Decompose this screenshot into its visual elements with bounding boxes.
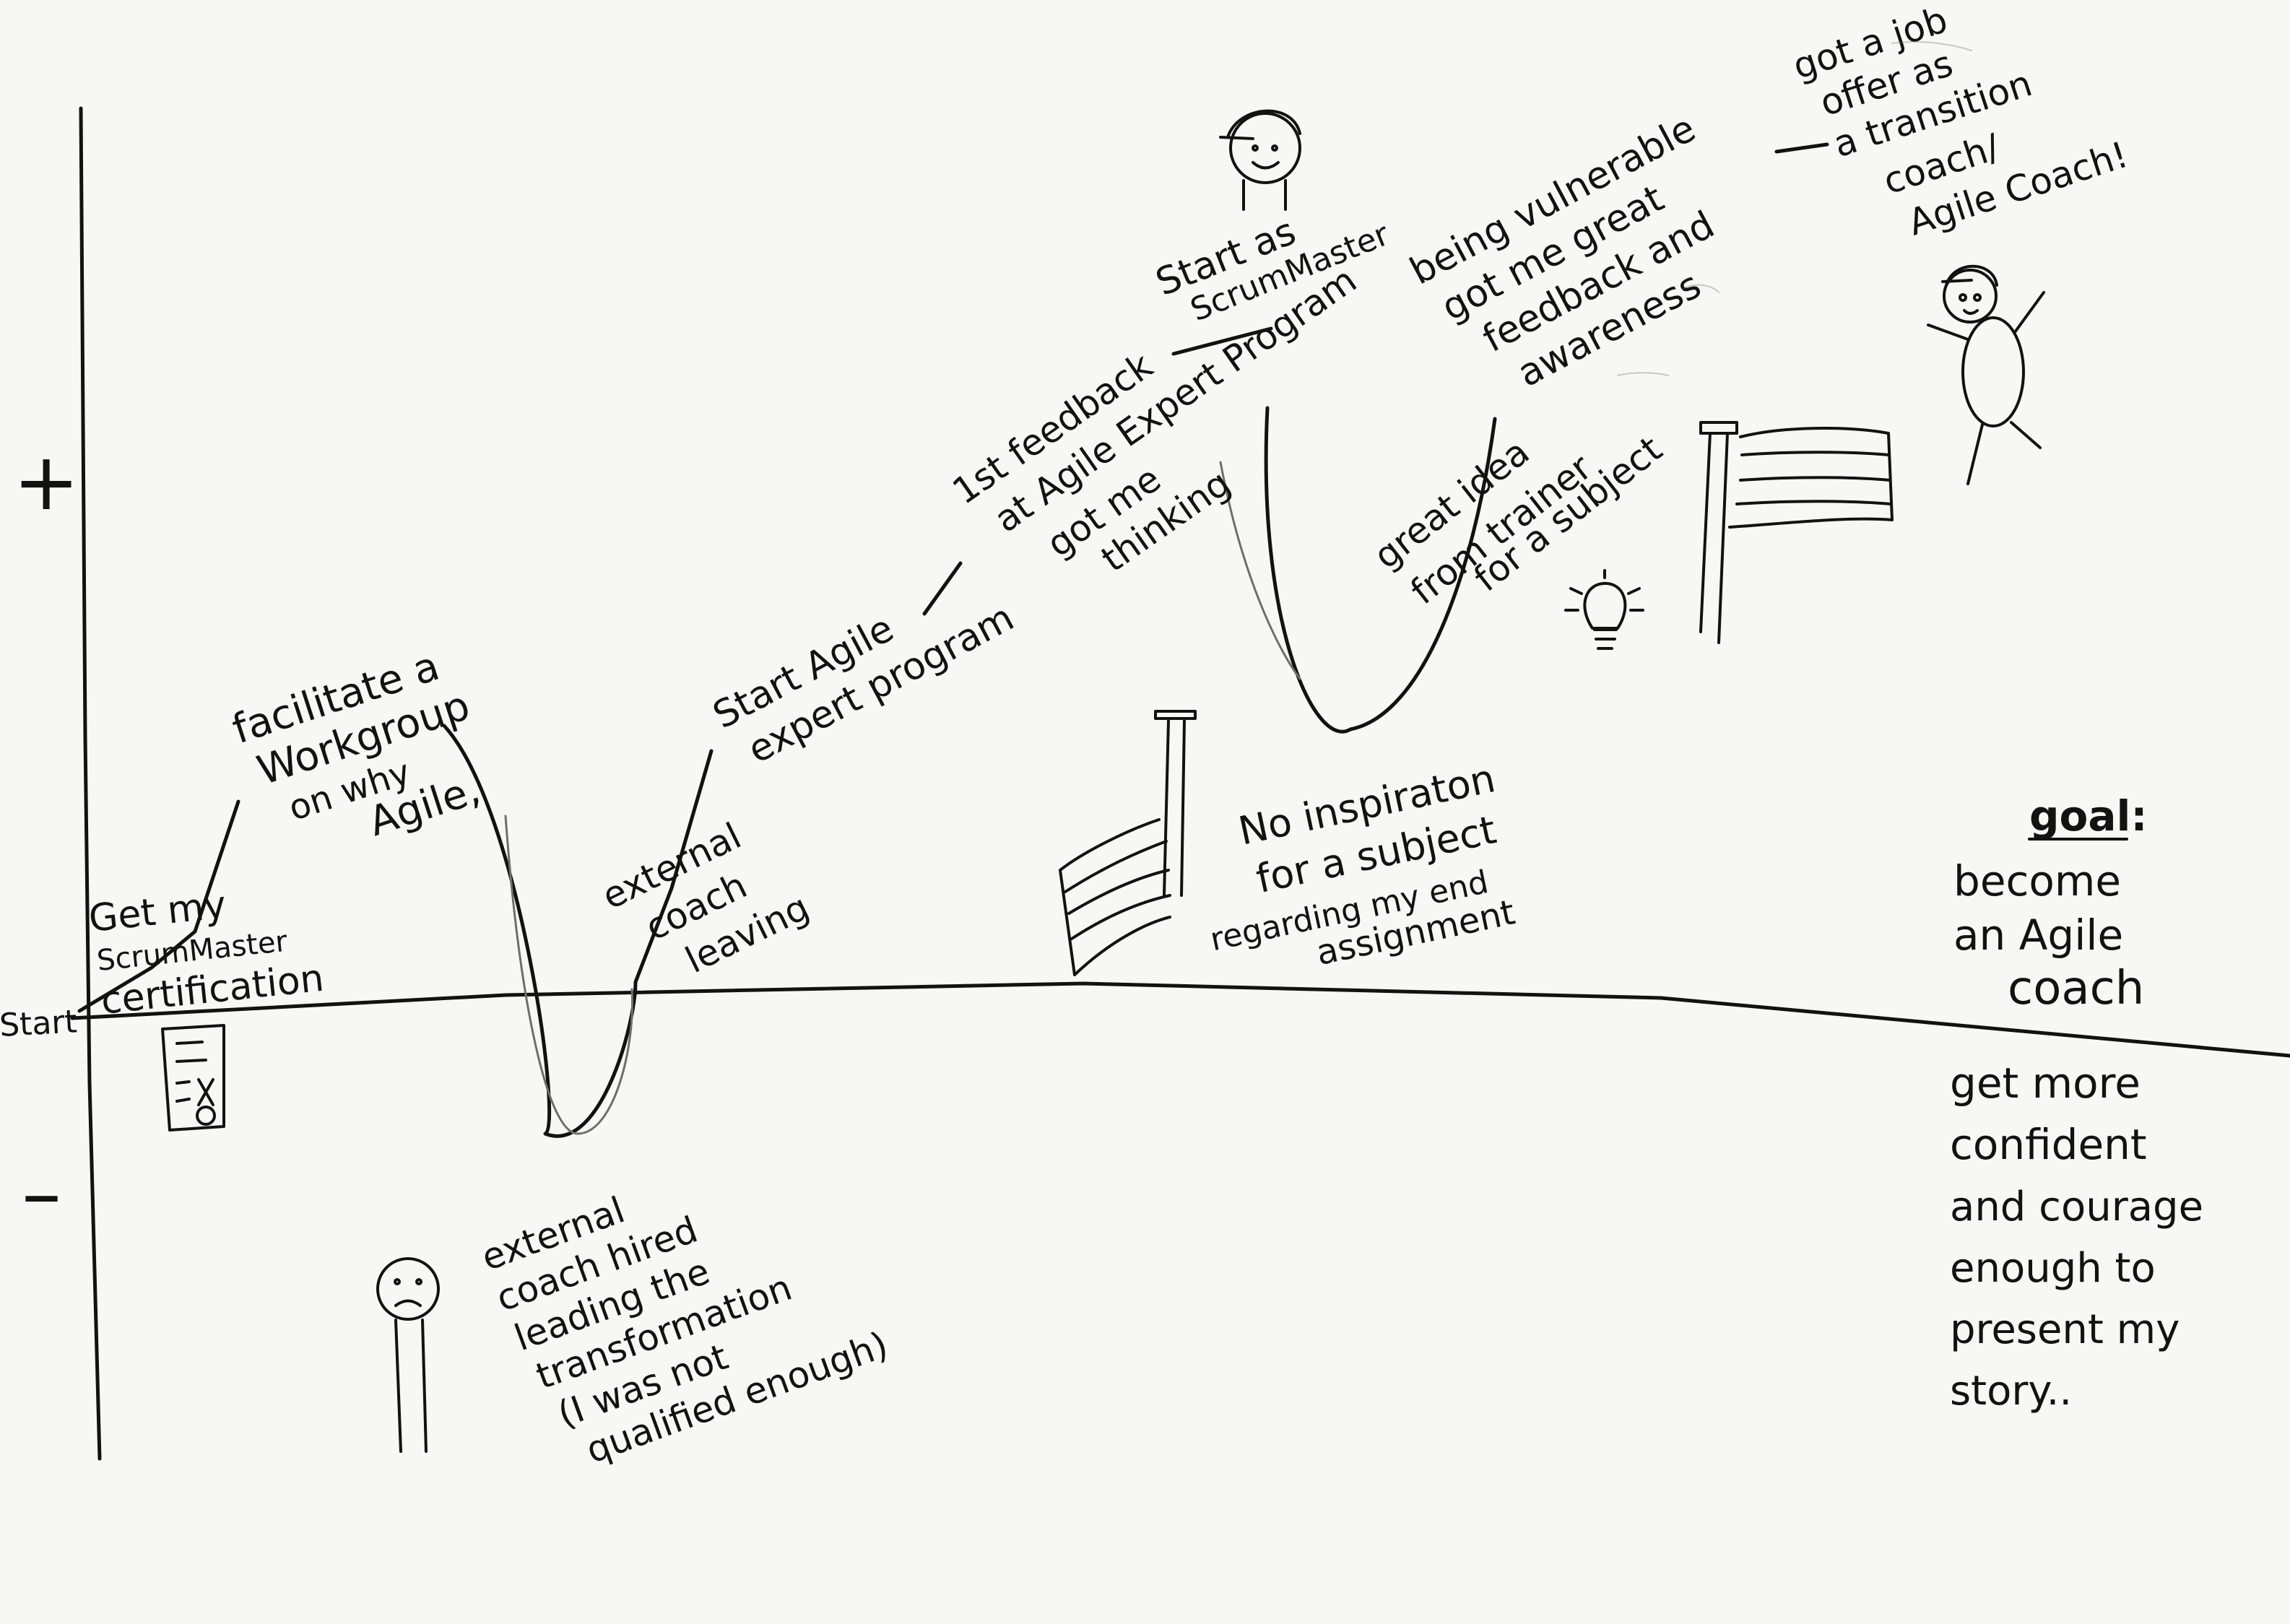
- svg-text:story..: story..: [1950, 1368, 2072, 1415]
- journey-line-pencil: [504, 461, 1301, 1135]
- lightbulb-icon: [1564, 569, 1644, 650]
- baseline-axis: [70, 981, 2290, 1058]
- svg-text:goal:: goal:: [2029, 791, 2148, 841]
- svg-text:get more: get more: [1950, 1059, 2141, 1108]
- note-external-coach-leaving: external coach leaving: [596, 815, 816, 981]
- svg-text:confident: confident: [1950, 1120, 2147, 1169]
- note-goal: goal: become an Agile coach: [1953, 791, 2148, 1015]
- journey-line: [77, 142, 1829, 1138]
- vertical-axis: [79, 106, 102, 1461]
- svg-text:enough to: enough to: [1950, 1245, 2156, 1292]
- svg-text:and courage: and courage: [1950, 1184, 2203, 1230]
- half-mast-flag-icon: [1059, 710, 1197, 976]
- note-no-inspiration: No inspiraton for a subject regarding my…: [1207, 755, 1518, 973]
- svg-text:an Agile: an Agile: [1953, 911, 2123, 960]
- svg-text:Get my: Get my: [87, 883, 228, 941]
- plus-label: +: [13, 435, 79, 528]
- note-certification: Get my ScrumMaster certification: [87, 883, 326, 1022]
- note-job-offer: got a job offer as a transition coach/ A…: [1788, 0, 2133, 244]
- background-pencil-marks: [1617, 41, 1972, 376]
- note-external-coach-hired: external coach hired leading the transfo…: [476, 1189, 893, 1471]
- certificate-icon: [161, 1024, 225, 1132]
- svg-text:coach: coach: [2008, 962, 2144, 1015]
- person-with-cap-icon: [1219, 109, 1301, 211]
- note-confident: get more confident and courage enough to…: [1950, 1059, 2203, 1415]
- svg-text:present my: present my: [1950, 1306, 2180, 1353]
- celebrating-person-icon: [1927, 264, 2045, 485]
- svg-text:become: become: [1953, 856, 2121, 906]
- note-start-program: Start Agile expert program: [706, 596, 1021, 772]
- start-label: Start: [0, 1003, 78, 1044]
- minus-label: –: [22, 1147, 61, 1239]
- sad-face-icon: [376, 1257, 440, 1453]
- raised-flag-icon: [1699, 421, 1894, 644]
- note-vulnerable: being vulnerable got me great feedback a…: [1403, 107, 1722, 396]
- note-workgroup: facilitate a Workgroup on why Agile,: [227, 643, 485, 846]
